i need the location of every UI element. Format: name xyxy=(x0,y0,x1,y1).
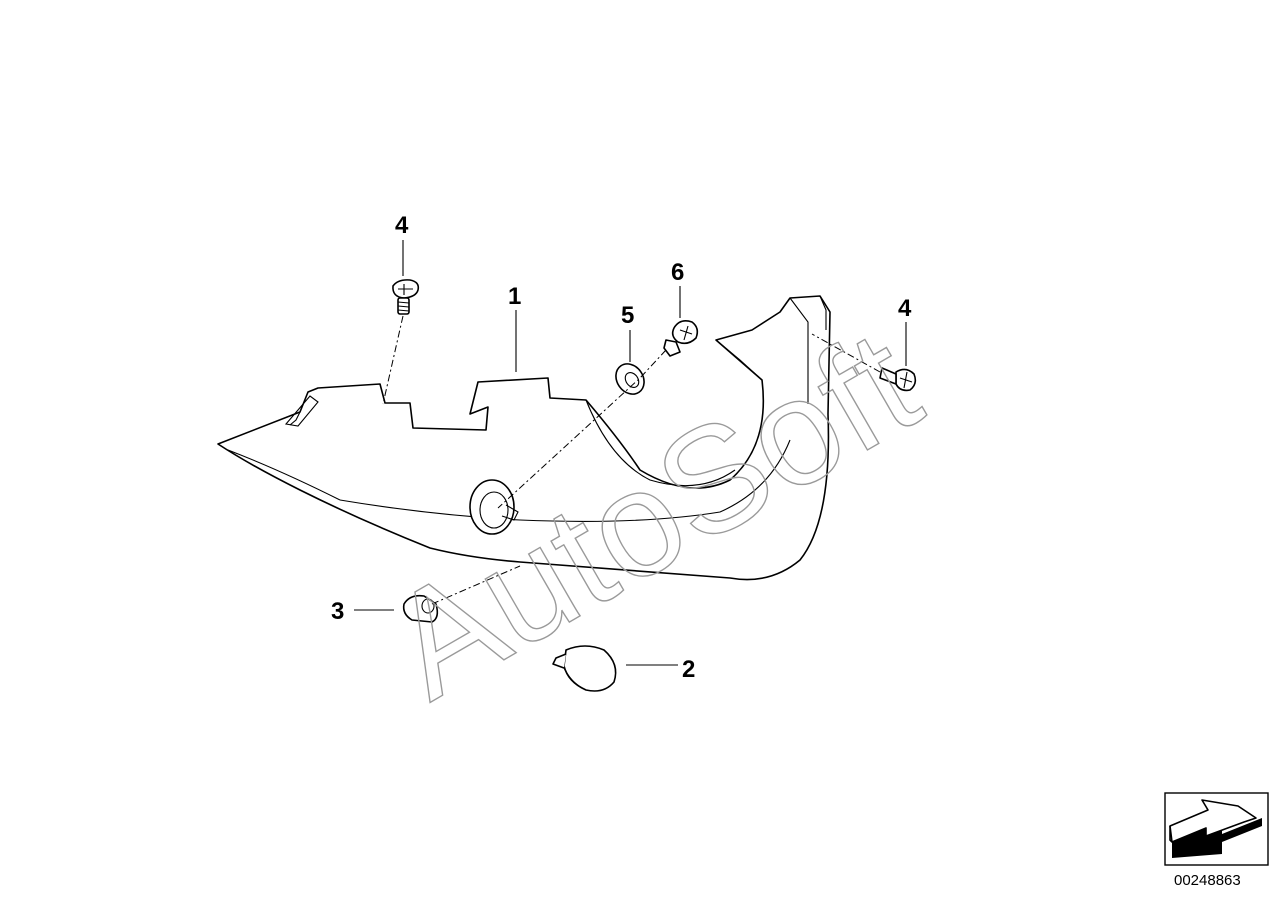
screw-part-4-left[interactable] xyxy=(392,279,420,315)
assembly-line-3 xyxy=(431,565,521,605)
callout-4-right[interactable]: 4 xyxy=(898,295,912,322)
trim-panel-part-1[interactable] xyxy=(217,295,831,581)
callout-6[interactable]: 6 xyxy=(671,259,684,286)
cap-part-2[interactable] xyxy=(552,645,617,692)
callout-1[interactable]: 1 xyxy=(508,283,521,310)
diagram-number: 00248863 xyxy=(1174,872,1241,889)
callout-2[interactable]: 2 xyxy=(682,656,695,683)
screw-part-6[interactable] xyxy=(663,320,699,357)
assembly-line-4-left xyxy=(382,315,404,405)
callout-5[interactable]: 5 xyxy=(621,302,634,329)
next-arrow-icon[interactable] xyxy=(1164,792,1269,866)
screw-part-4-right[interactable] xyxy=(879,367,917,392)
assembly-line-4-right xyxy=(811,333,881,373)
plug-part-3[interactable] xyxy=(402,594,439,623)
assembly-line-6 xyxy=(497,349,667,509)
washer-part-5[interactable] xyxy=(610,358,650,399)
callout-4-top[interactable]: 4 xyxy=(395,212,409,239)
callout-3[interactable]: 3 xyxy=(331,598,344,625)
